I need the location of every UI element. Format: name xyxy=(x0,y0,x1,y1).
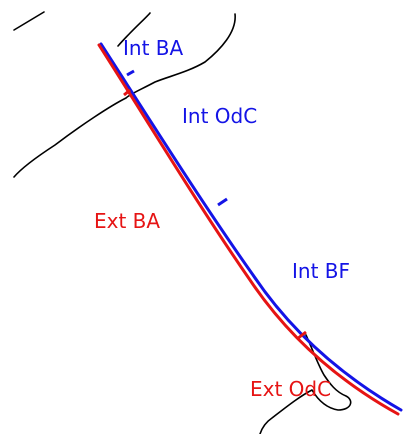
tick-int-odc xyxy=(218,199,227,205)
label-ext-odc: Ext OdC xyxy=(250,377,331,401)
label-ext-ba: Ext BA xyxy=(94,209,160,233)
tick-int-ba xyxy=(127,71,134,75)
label-int-bf: Int BF xyxy=(292,259,350,283)
label-int-ba: Int BA xyxy=(123,36,183,60)
label-int-odc: Int OdC xyxy=(182,104,257,128)
outline-top-left xyxy=(14,12,44,30)
